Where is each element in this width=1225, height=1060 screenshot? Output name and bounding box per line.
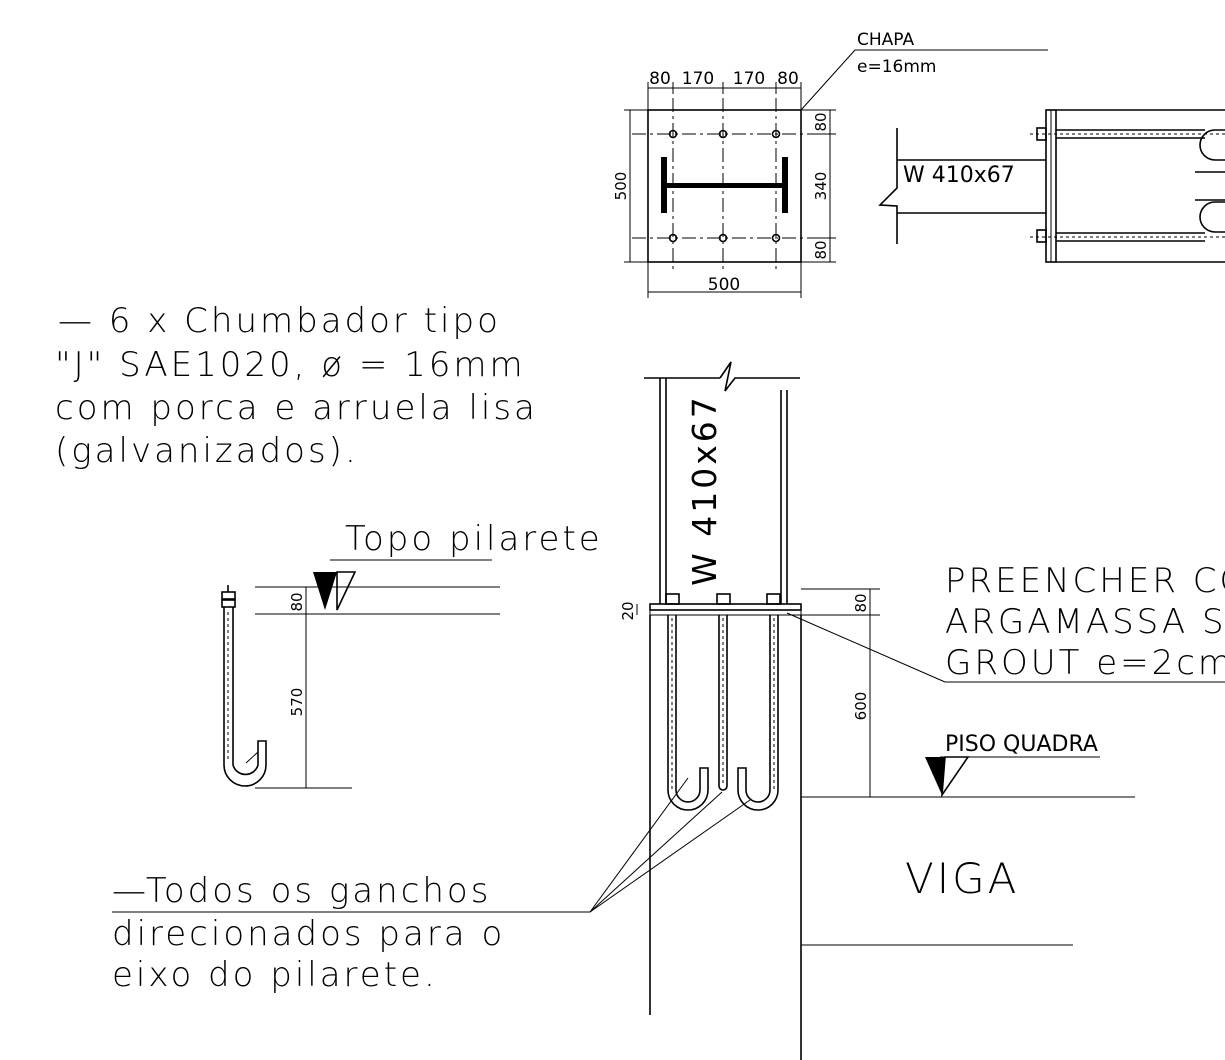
column-break-line [719,361,800,392]
grout-note-line-2: ARGAMASSA SIK [945,602,1225,642]
floor-level-open [940,756,970,798]
jbolt-nut-top [221,591,236,600]
column-profile: W 410x67 [685,394,724,586]
elevation-dim-height: 600 [852,692,870,721]
i-beam-section [661,157,788,213]
elevation-anchor-right [737,593,781,811]
base-plate-elevation [649,603,802,611]
anchor-note-line-4: (galvanizados). [55,431,359,471]
grout-note-line-3: GROUT e=2cm [945,643,1225,683]
side-view: W 410x67 [878,109,1225,263]
anchor-detail: Topo pilarete 80 570 [221,519,603,789]
side-view-profile: W 410x67 [903,163,1015,188]
plate-dim-top-1: 80 [649,69,671,89]
level-marker-filled [313,572,337,610]
plate-dim-top-3: 170 [733,69,765,89]
anchor-note: — 6 x Chumbador tipo "J" SAE1020, ø = 16… [55,301,538,471]
grout-leader [786,612,946,683]
grout-note-line-1: PREENCHER CO [945,561,1225,601]
plate-dim-top-2: 170 [682,69,714,89]
anchor-note-line-2: "J" SAE1020, ø = 16mm [55,345,526,385]
plate-dim-right-1: 80 [812,112,830,131]
anchor-note-line-3: com porca e arruela lisa [55,388,538,428]
floor-level-filled [925,757,945,795]
elevation-dim-top: 80 [852,593,870,612]
top-pilarete-label: Topo pilarete [345,519,603,559]
chapa-leader [800,49,856,111]
jbolt-dim-length: 570 [288,688,306,717]
hooks-note-line-2: direcionados para o [112,914,505,954]
plate-thickness: e=16mm [857,57,936,77]
level-marker-open [336,571,357,611]
plate-dim-top-4: 80 [777,69,799,89]
jbolt-dim-top: 80 [288,592,306,611]
anchor-note-line-1: — 6 x Chumbador tipo [58,301,501,341]
grout-note: PREENCHER CO ARGAMASSA SIK GROUT e=2cm [786,561,1225,683]
grout-layer [649,609,802,616]
bolt-holes [668,129,781,243]
beam-label: VIGA [905,854,1019,903]
beam-break-line [878,128,898,244]
jbolt-nut-bottom [221,599,236,608]
elevation-anchor-center [716,593,731,791]
base-plate-plan: 80 170 170 80 500 500 80 340 80 CHAPA e=… [612,30,1048,298]
hooks-note: —Todos os ganchos direcionados para o ei… [112,777,751,995]
grout-dim: 20 [619,601,637,620]
plate-dim-right-2: 340 [812,172,830,201]
plate-dim-bottom: 500 [708,275,740,295]
plate-outline [647,109,802,263]
elevation-anchor-left [665,593,709,811]
plate-dim-left: 500 [612,172,630,201]
hooks-note-line-1: —Todos os ganchos [112,871,491,911]
jbolt-hook [223,740,267,787]
side-anchor-rods [1030,127,1225,243]
column-elevation: W 410x67 20 [619,361,1135,1060]
plate-label: CHAPA [857,30,914,50]
hooks-note-line-3: eixo do pilarete. [112,955,438,995]
plate-dim-right-3: 80 [812,240,830,259]
floor-label: PISO QUADRA [945,732,1098,757]
